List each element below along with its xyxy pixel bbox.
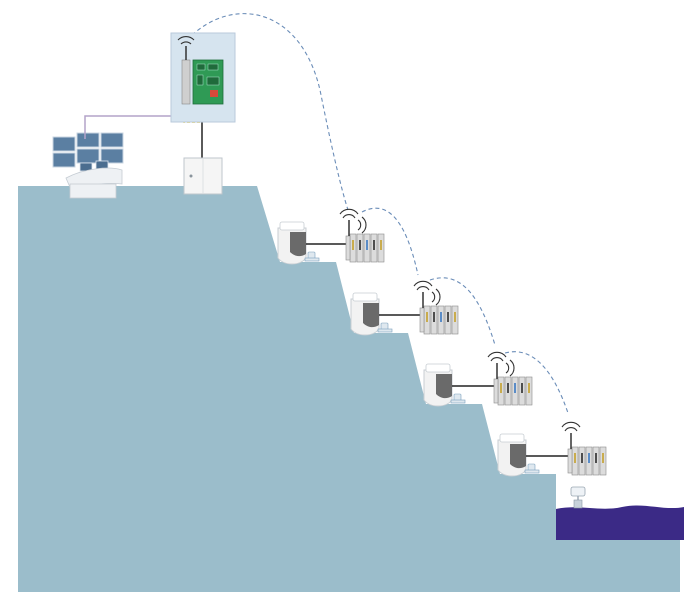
control-room-cable: [84, 115, 172, 139]
pump-stations-group: [277, 208, 607, 477]
control-cabinet-icon: [183, 157, 223, 195]
pipe-fitting-icon: [524, 463, 540, 474]
pump-station-icon: [497, 433, 527, 477]
radio-waves-icon: [413, 280, 441, 306]
pipe-fitting-icon: [450, 393, 466, 404]
pump-station-icon: [350, 292, 380, 336]
radio-waves-icon: [177, 36, 195, 45]
wireless-io-module-icon: [345, 233, 385, 263]
radio-waves-icon: [561, 421, 581, 432]
wireless-io-module-icon: [419, 305, 459, 335]
pump-station-icon: [423, 363, 453, 407]
wireless-links: [186, 13, 569, 414]
pipe-fitting-icon: [377, 322, 393, 333]
terrain-slope: [18, 186, 680, 592]
wireless-io-module-icon: [567, 446, 607, 476]
wireless-gateway-icon: [170, 32, 236, 123]
radio-waves-icon: [339, 208, 367, 234]
monitor-wall-icon: [52, 132, 124, 199]
pipe-fitting-icon: [304, 251, 320, 262]
level-sensor-icon: [570, 486, 586, 509]
pump-station-icon: [277, 221, 307, 265]
wireless-link-rtu-2-to-rtu-3: [429, 277, 496, 346]
wireless-link-rtu-3-to-rtu-4: [504, 351, 569, 414]
water-reservoir: [556, 505, 684, 540]
wireless-link-rtu-1-to-rtu-2: [361, 207, 419, 276]
wireless-io-module-icon: [493, 376, 533, 406]
radio-waves-icon: [487, 351, 515, 377]
